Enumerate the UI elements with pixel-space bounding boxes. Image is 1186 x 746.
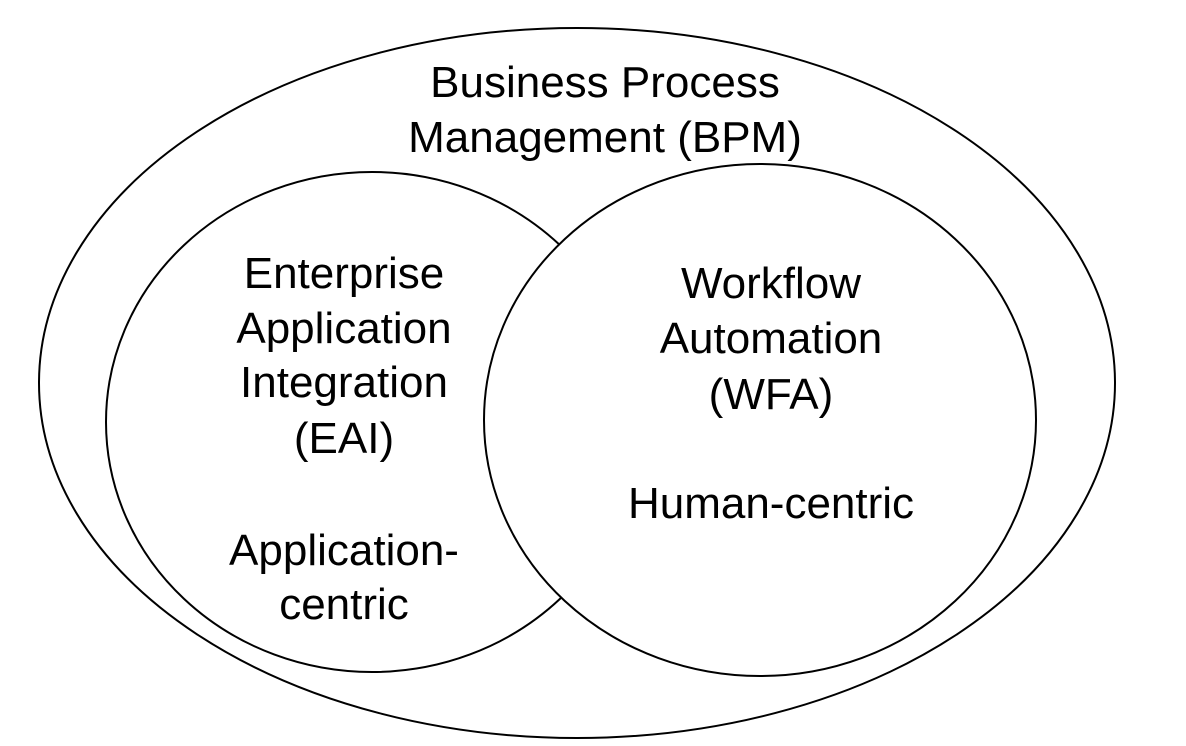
eai-label-line2: Application: [236, 304, 451, 353]
bpm-title-line1: Business Process: [430, 58, 780, 107]
wfa-label-line3: (WFA): [709, 370, 834, 419]
wfa-ellipse: [483, 163, 1037, 677]
eai-label-line1: Enterprise: [244, 249, 445, 298]
eai-desc-line1: Application-: [229, 526, 459, 575]
bpm-title-line2: Management (BPM): [408, 113, 802, 162]
wfa-label-line2: Automation: [660, 314, 883, 363]
eai-desc-line2: centric: [279, 580, 409, 629]
wfa-label-line1: Workflow: [681, 259, 861, 308]
eai-label-line3: Integration: [240, 358, 448, 407]
bpm-outer-ellipse: [38, 27, 1116, 739]
eai-label-line4: (EAI): [294, 414, 394, 463]
wfa-desc-line1: Human-centric: [628, 479, 914, 528]
